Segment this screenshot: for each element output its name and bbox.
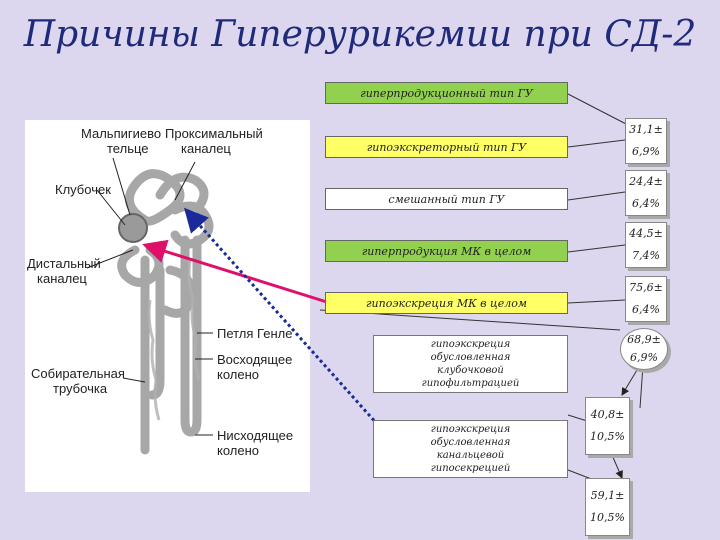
stat-glomerular: 40,8±10,5% bbox=[585, 397, 630, 455]
box-hyperproduction-type: гиперпродукционный тип ГУ bbox=[325, 82, 568, 104]
connector-line-1 bbox=[567, 93, 629, 126]
stat-mixed-type: 24,4±6,4% bbox=[625, 170, 667, 216]
connector-line-3 bbox=[567, 191, 626, 201]
blue-arrow-proximal bbox=[184, 207, 380, 426]
stat-hypoexcretion-total: 75,6±6,4% bbox=[625, 276, 667, 322]
connector-line-2 bbox=[567, 139, 626, 148]
slide-title: Причины Гиперурикемии при СД-2 bbox=[23, 14, 697, 55]
label-loop-of-henle: Петля Генле bbox=[217, 326, 293, 341]
label-glomerulus: Клубочек bbox=[55, 182, 111, 197]
label-descending-limb: Нисходящее колено bbox=[217, 428, 294, 458]
box-hyperproduction-total: гиперпродукция МК в целом bbox=[325, 240, 568, 262]
box-mixed-type: смешанный тип ГУ bbox=[325, 188, 568, 210]
connector-line-5 bbox=[567, 299, 626, 304]
stat-canalicular: 59,1±10,5% bbox=[585, 478, 630, 536]
nephron-drawing bbox=[86, 157, 214, 455]
stat-hypoexcretion-type: 31,1±6,9% bbox=[625, 118, 667, 164]
arrow-to-canalicular-stat bbox=[611, 454, 623, 479]
arrow-down-line bbox=[639, 364, 644, 409]
glomerulus-shape bbox=[118, 213, 148, 243]
connector-line-4 bbox=[567, 244, 626, 253]
box-hypoexcretion-total: гипоэкскреция МК в целом bbox=[325, 292, 568, 314]
red-arrow-glomerulus bbox=[142, 239, 331, 305]
stat-glomerular-share: 68,9±6,9% bbox=[620, 328, 668, 370]
arrow-to-glomerular-stat bbox=[621, 364, 641, 396]
label-ascending-limb: Восходящее колено bbox=[217, 352, 293, 382]
stat-hyperproduction-total: 44,5±7,4% bbox=[625, 222, 667, 268]
box-hypoexcretion-type: гипоэкскреторный тип ГУ bbox=[325, 136, 568, 158]
